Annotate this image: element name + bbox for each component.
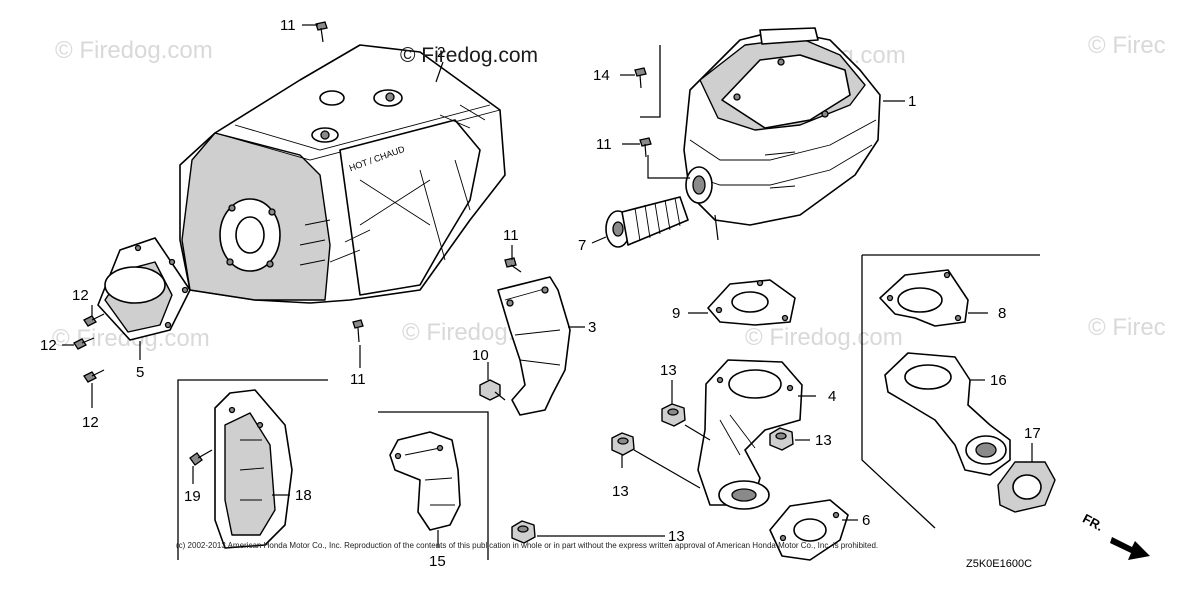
watermark-text: © Firec [1088, 314, 1166, 341]
watermark-text: © Firedog.com [745, 324, 903, 351]
callout-12: 12 [72, 287, 89, 304]
callout-13: 13 [815, 432, 832, 449]
spark-arrester-part-7[interactable] [605, 196, 689, 248]
callout-11: 11 [350, 371, 366, 388]
exhaust-pipe-part-4[interactable] [697, 359, 803, 510]
side-shield-part-18[interactable] [214, 389, 293, 549]
front-direction-indicator: FR. [1080, 511, 1150, 560]
leader-lines [62, 24, 1033, 548]
callout-14: 14 [593, 67, 610, 84]
callout-2: 2 [437, 44, 445, 61]
callout-12: 12 [40, 337, 57, 354]
callout-11: 11 [596, 136, 612, 153]
callout-8: 8 [998, 305, 1006, 322]
gasket-part-17[interactable] [997, 461, 1056, 513]
callout-16: 16 [990, 372, 1007, 389]
callout-18: 18 [295, 487, 312, 504]
heat-shield-part-2[interactable]: HOT / CHAUD [179, 44, 506, 304]
callout-13: 13 [660, 362, 677, 379]
screw-part-12[interactable] [73, 313, 105, 383]
copyright-notice: (c) 2002-2013 American Honda Motor Co., … [176, 541, 878, 550]
callout-13: 13 [612, 483, 629, 500]
bracket-part-3[interactable] [497, 276, 571, 416]
callout-11: 11 [503, 227, 519, 244]
group-frames [177, 45, 1040, 560]
callout-6: 6 [862, 512, 870, 529]
callout-9: 9 [672, 305, 680, 322]
watermark-text-dark: © Firedog.com [400, 44, 538, 67]
exhaust-cover-part-5[interactable] [97, 237, 191, 341]
callout-12: 12 [82, 414, 99, 431]
gasket-part-8[interactable] [879, 269, 969, 327]
callout-10: 10 [472, 347, 489, 364]
screw-part-19[interactable] [189, 449, 213, 466]
watermark-text: © Firedog.com [55, 37, 213, 64]
callout-5: 5 [136, 364, 144, 381]
callout-15: 15 [429, 553, 446, 570]
muffler-part-1[interactable] [683, 27, 881, 241]
callout-7: 7 [578, 237, 586, 254]
exhaust-pipe-part-16[interactable] [884, 352, 1011, 476]
callout-1: 1 [908, 93, 916, 110]
bracket-part-15[interactable] [389, 431, 461, 531]
callout-19: 19 [184, 488, 201, 505]
direction-arrow-icon [1110, 537, 1150, 560]
flange-nut-part-13[interactable] [511, 403, 794, 544]
callout-4: 4 [828, 388, 836, 405]
gasket-part-6[interactable] [769, 499, 849, 561]
gasket-part-9[interactable] [707, 279, 796, 326]
callout-labels: 11 2 1 14 11 7 3 11 11 10 9 4 13 13 13 1… [40, 17, 1041, 570]
callout-17: 17 [1024, 425, 1041, 442]
callout-13: 13 [668, 528, 685, 545]
watermark-text: © Firec [1088, 32, 1166, 59]
screw-part-11[interactable] [315, 21, 652, 343]
callout-11: 11 [280, 17, 296, 34]
screw-part-14[interactable] [634, 67, 647, 89]
front-label: FR. [1080, 511, 1106, 534]
diagram-code: Z5K0E1600C [966, 558, 1032, 570]
bolt-part-10[interactable] [479, 379, 506, 401]
callout-3: 3 [588, 319, 596, 336]
